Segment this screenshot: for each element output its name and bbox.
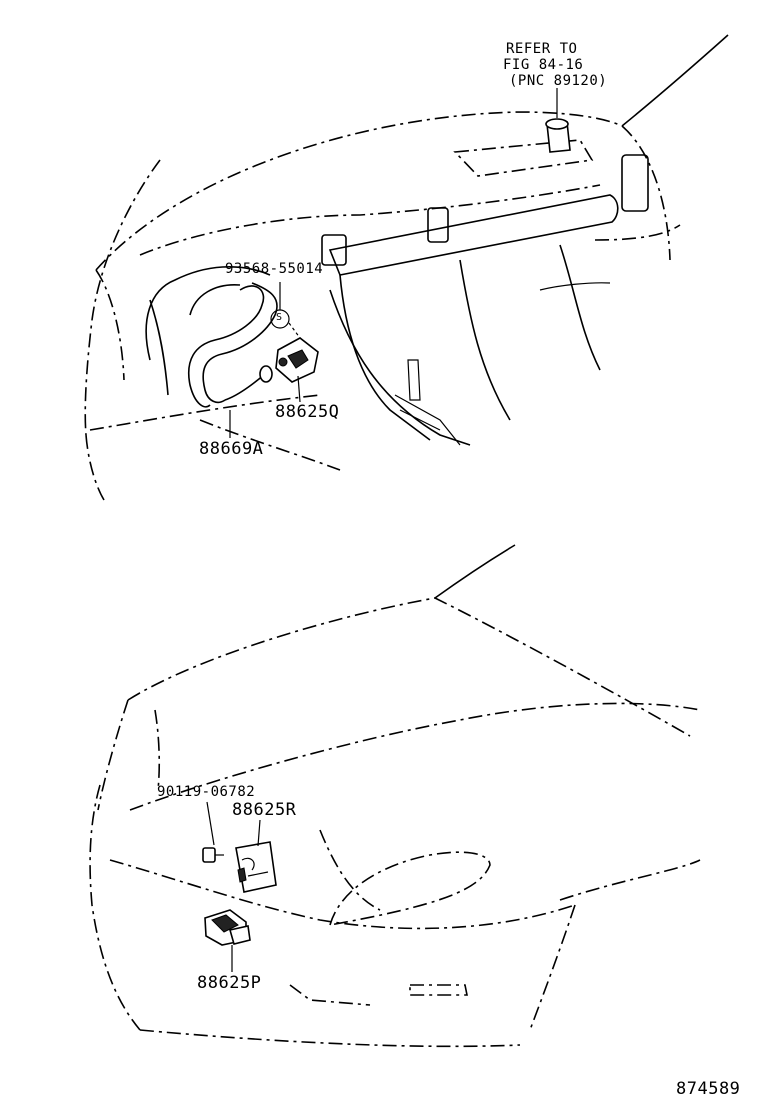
clip-leader: [288, 322, 301, 339]
screw-part: [202, 847, 224, 863]
hood-crease: [154, 709, 161, 791]
dash-lower: [89, 394, 321, 431]
glovebox: [539, 282, 611, 291]
hood-outline: [127, 597, 691, 737]
control-unit-label: 88625R: [232, 800, 297, 820]
figure-number: 874589: [676, 1079, 741, 1099]
clip-symbol-letter: S: [276, 312, 283, 323]
dash-top: [139, 184, 601, 256]
hose-end: [259, 365, 273, 383]
in-car-sensor-label: 88625Q: [275, 402, 340, 422]
center-stack-lower: [339, 274, 431, 441]
refer-pnc-label: (PNC 89120): [509, 73, 608, 89]
fog-lamp: [289, 984, 371, 1006]
defroster-panel: [453, 139, 594, 177]
leader-88625Q: [297, 375, 301, 403]
console-right: [559, 244, 601, 371]
in-car-sensor-part: [275, 337, 319, 383]
windshield-corner: [434, 544, 516, 599]
leader-90119: [206, 801, 215, 846]
vent-center: [427, 207, 449, 243]
refer-fig-label: FIG 84-16: [503, 57, 584, 73]
headlight: [328, 851, 491, 927]
control-unit-part: [235, 841, 277, 893]
sun-sensor-part: [545, 88, 571, 153]
aspirator-hose-label: 88669A: [199, 439, 264, 459]
leader-88625R: [257, 819, 261, 847]
hood-mid: [129, 702, 701, 811]
aspirator-hose: [188, 282, 278, 408]
left-pillar: [84, 159, 161, 436]
gear-shift: [407, 359, 421, 401]
left-door-edge: [85, 434, 105, 501]
refer-to-label: REFER TO: [506, 41, 578, 57]
steering-column: [149, 299, 169, 396]
fender-edge: [89, 784, 141, 1031]
fender-right: [529, 904, 576, 1031]
door-panel: [95, 269, 125, 381]
right-pillar: [621, 125, 671, 261]
windshield-outline: [95, 111, 623, 271]
console-side: [459, 259, 511, 421]
instrument-hood: [145, 266, 271, 361]
ambient-sensor-label: 88625P: [197, 973, 262, 993]
screw-part-label: 90119-06782: [157, 784, 256, 800]
dashboard-view: [84, 34, 729, 501]
bumper-lower: [139, 1029, 521, 1048]
hood-front-edge: [97, 699, 129, 811]
ambient-sensor-part: [204, 909, 251, 946]
grille-slot: [409, 984, 468, 996]
gauge-ring: [189, 284, 241, 316]
vent-right: [621, 154, 649, 212]
right-wheel-arch: [559, 859, 701, 901]
bolt-part-label: 93568-55014: [225, 261, 324, 277]
a-pillar-line: [621, 34, 729, 127]
console-tunnel: [329, 289, 471, 446]
shift-gate: [394, 394, 461, 446]
hood-inner-line: [319, 829, 381, 911]
dash-panel-right: [594, 224, 681, 241]
center-stack: [328, 194, 619, 276]
vent-left: [321, 234, 347, 266]
front-end-view: [89, 544, 701, 1048]
bumper-top: [109, 859, 576, 930]
